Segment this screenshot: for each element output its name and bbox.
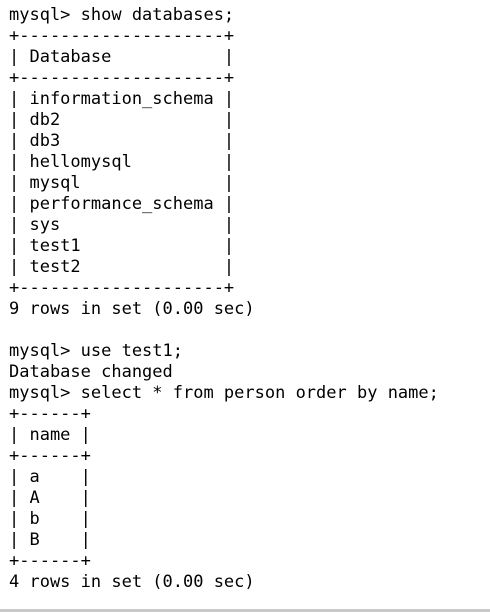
window-bottom-edge — [0, 609, 490, 612]
prompt-line: mysql> use test1; — [9, 341, 183, 361]
prompt-line: mysql> show databases; — [9, 5, 235, 25]
table-header-row: | Database | — [9, 47, 235, 67]
table-border: +------+ — [9, 551, 91, 571]
table-row: | hellomysql | — [9, 152, 235, 172]
table-row: | db3 | — [9, 131, 235, 151]
table-row: | A | — [9, 488, 91, 508]
table-row: | test2 | — [9, 257, 235, 277]
table-row: | mysql | — [9, 173, 235, 193]
table-border: +------+ — [9, 404, 91, 424]
table-row: | B | — [9, 530, 91, 550]
table-border: +------+ — [9, 446, 91, 466]
prompt-line: mysql> select * from person order by nam… — [9, 383, 439, 403]
table-border: +--------------------+ — [9, 68, 235, 88]
blank-line — [9, 320, 490, 341]
table-row: | db2 | — [9, 110, 235, 130]
result-summary: 4 rows in set (0.00 sec) — [9, 572, 255, 592]
table-header-row: | name | — [9, 425, 91, 445]
table-row: | performance_schema | — [9, 194, 235, 214]
status-message: Database changed — [9, 362, 173, 382]
table-row: | information_schema | — [9, 89, 235, 109]
table-row: | b | — [9, 509, 91, 529]
result-summary: 9 rows in set (0.00 sec) — [9, 299, 255, 319]
table-border: +--------------------+ — [9, 278, 235, 298]
table-border: +--------------------+ — [9, 26, 235, 46]
table-row: | test1 | — [9, 236, 235, 256]
table-row: | a | — [9, 467, 91, 487]
table-row: | sys | — [9, 215, 235, 235]
